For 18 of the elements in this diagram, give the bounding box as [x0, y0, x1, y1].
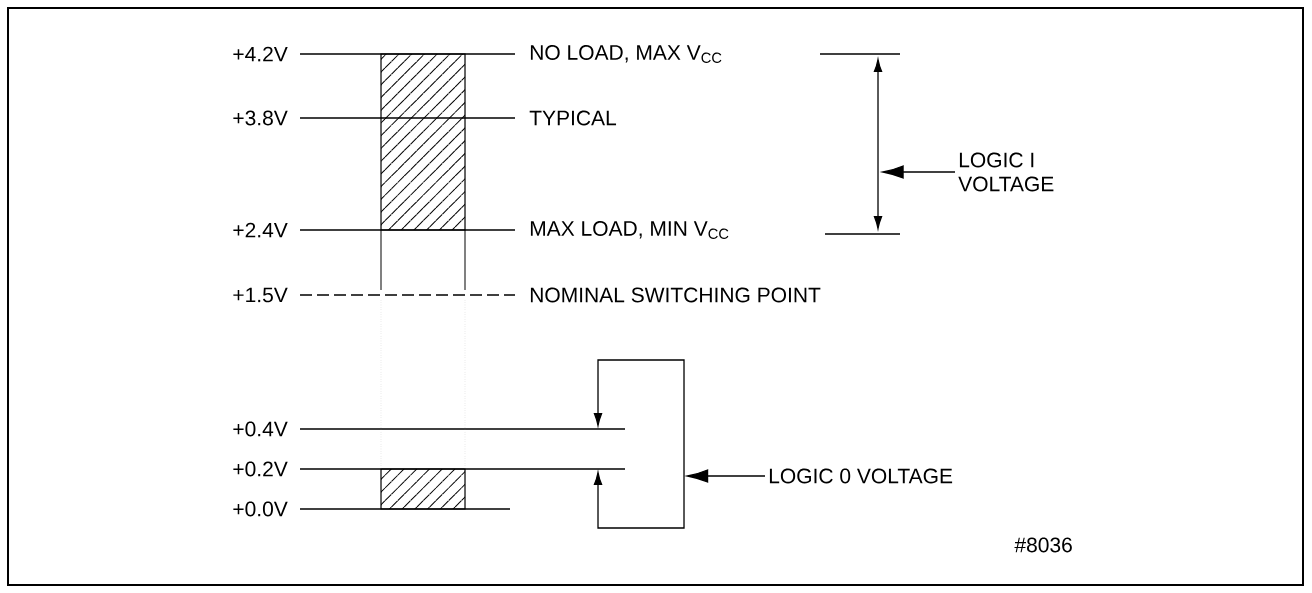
level-label: NO LOAD, MAX V$_{CC}$ — [527, 43, 725, 65]
level-label: TYPICAL — [527, 108, 619, 128]
level-label: MAX LOAD, MIN V$_{CC}$ — [527, 219, 732, 241]
voltage-label: +2.4V — [230, 220, 290, 240]
voltage-label: +3.8V — [230, 108, 290, 128]
figure-number: #8036 — [1012, 535, 1075, 555]
callout-text: LOGIC 0 VOLTAGE — [769, 468, 953, 484]
voltage-label: +0.4V — [230, 419, 290, 439]
bracket — [593, 359, 685, 529]
level-label: NOMINAL SWITCHING POINT — [527, 285, 823, 305]
callout-text: LOGIC I VOLTAGE — [958, 152, 1054, 192]
voltage-label: +4.2V — [230, 44, 290, 64]
leader-arrow — [882, 165, 956, 179]
leader-arrow — [686, 469, 766, 483]
voltage-label: +1.5V — [230, 285, 290, 305]
voltage-label: +0.2V — [230, 459, 290, 479]
dimension-line — [873, 58, 883, 230]
voltage-label: +0.0V — [230, 499, 290, 519]
